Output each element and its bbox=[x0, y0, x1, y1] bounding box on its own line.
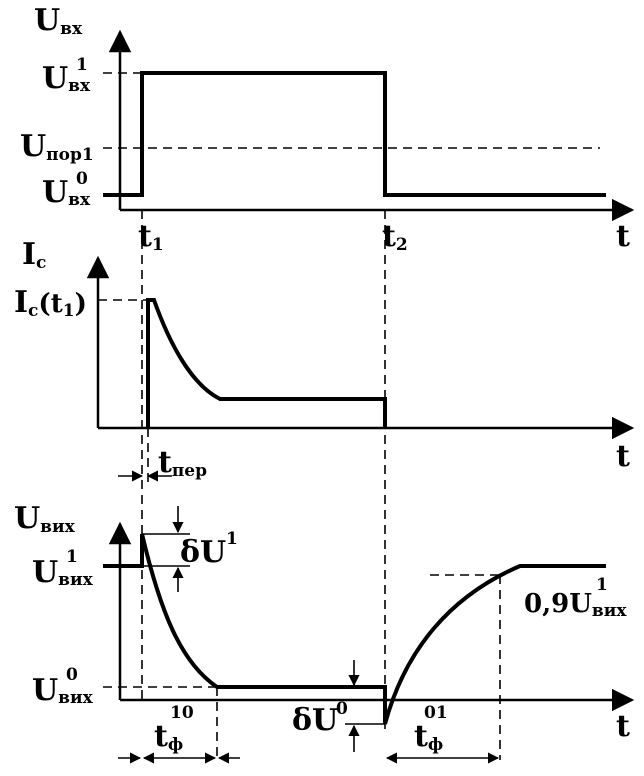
level-low-label: Uвх bbox=[42, 175, 91, 210]
panel-current: Iс Iс(t1) t tпер bbox=[14, 237, 635, 482]
out-level-low-label: Uвих bbox=[32, 673, 94, 708]
t-rise-sup: 01 bbox=[424, 703, 448, 723]
delta-high-sup: 1 bbox=[226, 529, 238, 549]
bot-x-label: t bbox=[616, 709, 630, 744]
out-level-high-label: Uвих bbox=[32, 555, 94, 590]
t-fall-sup: 10 bbox=[170, 703, 194, 723]
level-high-label: Uвх bbox=[42, 61, 91, 96]
top-x-label: t bbox=[616, 219, 630, 254]
level-high-sup: 1 bbox=[76, 55, 88, 75]
panel-input-voltage: Uвх Uвх 1 Uпор1 Uвх 0 t1 t2 t bbox=[20, 3, 635, 255]
bot-y-label: Uвих bbox=[14, 501, 76, 537]
level-low-sup: 0 bbox=[76, 169, 88, 189]
delta-low-sup: 0 bbox=[336, 699, 348, 719]
mid-y-label: Iс bbox=[22, 237, 46, 273]
out-level-high-sup: 1 bbox=[66, 547, 78, 567]
t-rise-label: tф bbox=[414, 719, 443, 755]
threshold-label: Uпор1 bbox=[20, 129, 94, 165]
peak-label: Iс(t1) bbox=[14, 285, 87, 321]
mid-x-label: t bbox=[616, 439, 630, 474]
delta-high-label: δU bbox=[180, 535, 226, 570]
tdelay-label: tпер bbox=[158, 445, 207, 481]
output-signal bbox=[103, 533, 606, 725]
delta-low-label: δU bbox=[292, 703, 338, 738]
level-90-label: 0,9Uвих bbox=[524, 589, 627, 621]
panel-output-voltage: δU 1 δU 0 Uвих Uвих 1 Uвих 0 0,9Uвих 1 t… bbox=[14, 501, 635, 764]
t-fall-label: tф bbox=[154, 719, 183, 755]
out-level-low-sup: 0 bbox=[66, 665, 78, 685]
top-y-label: Uвх bbox=[34, 3, 83, 39]
level-90-sup: 1 bbox=[596, 575, 608, 595]
t2-label: t2 bbox=[382, 219, 408, 255]
current-signal bbox=[146, 298, 387, 428]
t1-label: t1 bbox=[138, 219, 164, 255]
input-signal bbox=[103, 71, 606, 197]
